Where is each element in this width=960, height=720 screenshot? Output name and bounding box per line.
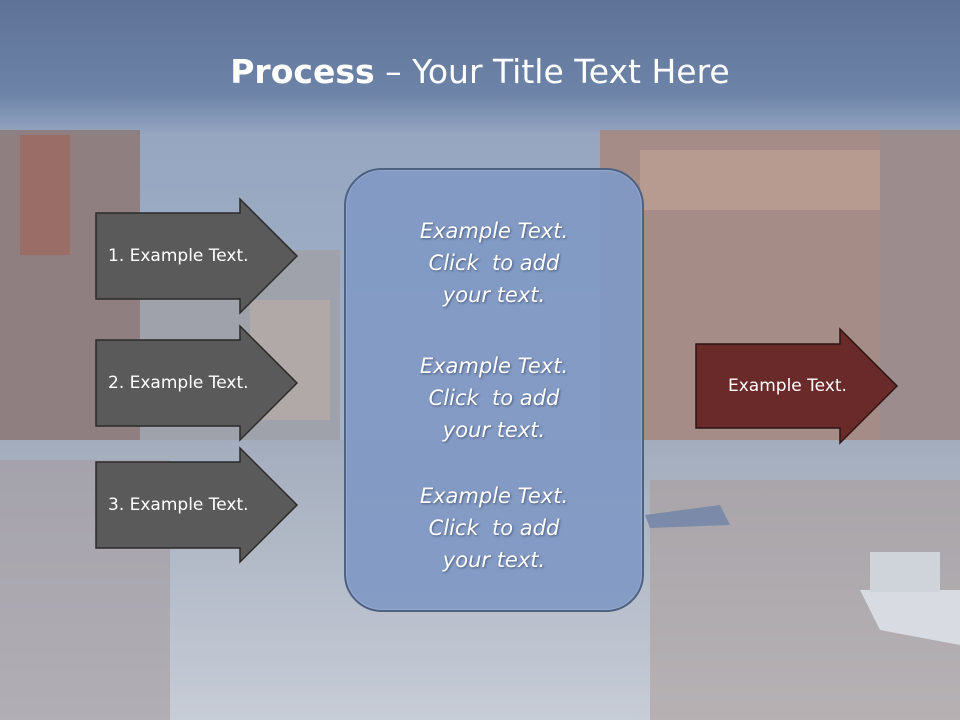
- center-block-2: Example Text. Click to add your text.: [346, 350, 642, 446]
- step-arrow-2[interactable]: 2. Example Text.: [95, 324, 300, 442]
- center-text-panel[interactable]: Example Text. Click to add your text. Ex…: [344, 168, 644, 612]
- arrow-shape: [695, 327, 899, 445]
- step-arrow-3[interactable]: 3. Example Text.: [95, 446, 300, 564]
- arrow-shape: [95, 197, 299, 315]
- center-line: Click to add: [428, 251, 560, 275]
- step-label-2: 2. Example Text.: [108, 373, 249, 393]
- result-arrow[interactable]: Example Text.: [695, 327, 900, 445]
- center-line: Example Text.: [419, 484, 569, 508]
- title-bar: [0, 0, 960, 135]
- center-line: your text.: [442, 548, 546, 572]
- title-bold-part: Process: [230, 52, 375, 91]
- center-block-1: Example Text. Click to add your text.: [346, 215, 642, 311]
- result-label: Example Text.: [728, 376, 847, 396]
- center-line: your text.: [442, 283, 546, 307]
- slide-title[interactable]: Process – Your Title Text Here: [0, 52, 960, 91]
- center-line: Example Text.: [419, 219, 569, 243]
- center-line: Click to add: [428, 386, 560, 410]
- center-line: Example Text.: [419, 354, 569, 378]
- center-line: your text.: [442, 418, 546, 442]
- center-block-3: Example Text. Click to add your text.: [346, 480, 642, 576]
- step-label-3: 3. Example Text.: [108, 495, 249, 515]
- arrow-shape: [95, 324, 299, 442]
- center-line: Click to add: [428, 516, 560, 540]
- title-rest-part: – Your Title Text Here: [374, 52, 730, 91]
- arrow-shape: [95, 446, 299, 564]
- step-arrow-1[interactable]: 1. Example Text.: [95, 197, 300, 315]
- step-label-1: 1. Example Text.: [108, 246, 249, 266]
